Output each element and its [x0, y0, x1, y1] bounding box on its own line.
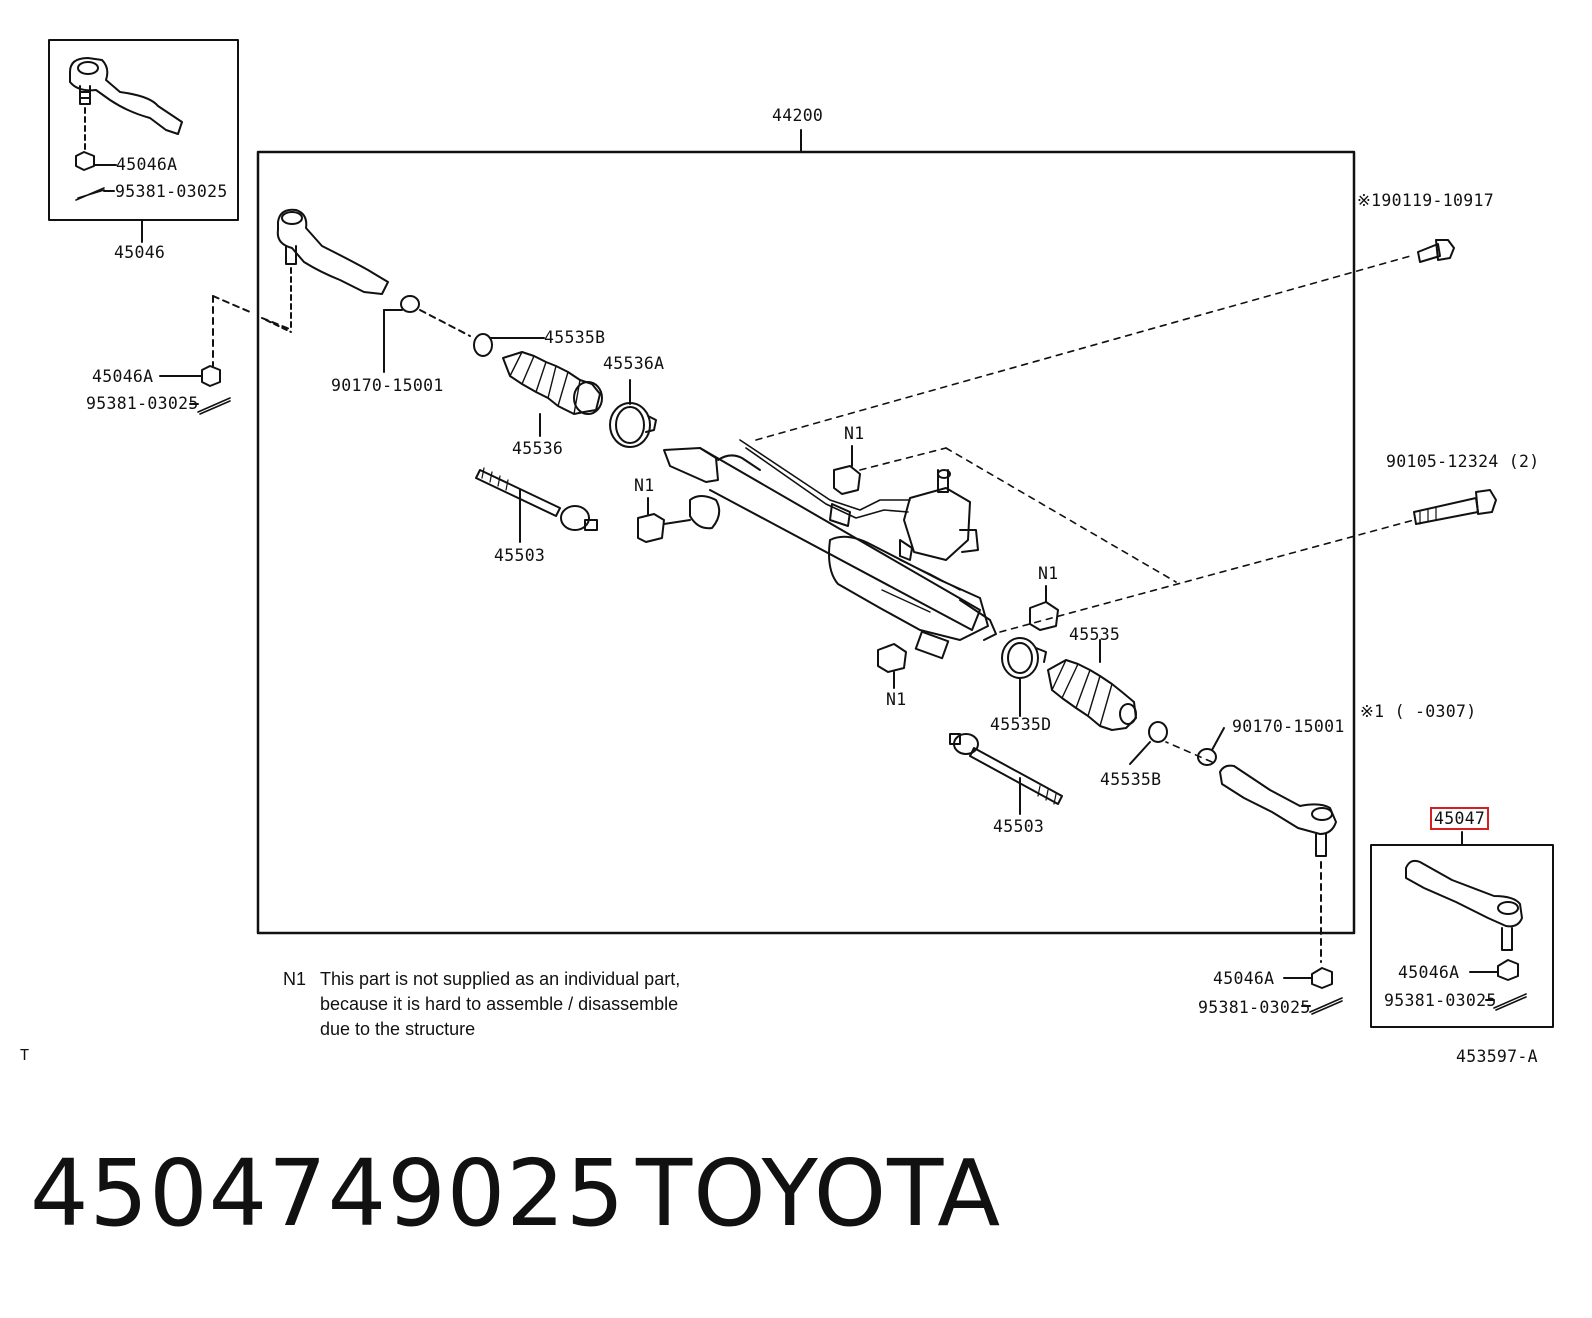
right-cotter-label: 95381-03025	[1198, 998, 1311, 1017]
left-nut-label: 45046A	[92, 367, 154, 386]
note-line-2: because it is hard to assemble / disasse…	[320, 994, 679, 1014]
highlighted-part-number: 45047	[1430, 807, 1490, 830]
n1-bushing-right	[1029, 585, 1059, 631]
left-inset-frame	[48, 39, 239, 221]
assembly-number-label: 44200	[772, 106, 824, 125]
left-external-nut-group	[159, 295, 293, 415]
clamp-45536A	[609, 379, 657, 448]
main-assembly-frame	[256, 150, 1356, 935]
boot-45535-label: 45535	[1069, 625, 1121, 644]
note-line-3: due to the structure	[320, 1019, 476, 1039]
inner-tie-rod-left	[475, 467, 598, 543]
dashed-leaders	[755, 254, 1415, 763]
note-key: N1	[283, 969, 307, 989]
boot-45536-label: 45536	[512, 439, 564, 458]
n1-bushing-left	[637, 497, 691, 543]
inset-left-nut-label: 45046A	[116, 155, 178, 174]
grommet-left-label: 90170-15001	[331, 376, 444, 395]
clamp-45535D-label: 45535D	[990, 715, 1052, 734]
n1-label-right: N1	[1038, 564, 1059, 583]
clip-45535B-right-label: 45535B	[1100, 770, 1162, 789]
boot-45536	[502, 351, 603, 437]
n1-bushing-bottom	[877, 643, 907, 689]
clamp-45535D	[1001, 637, 1047, 717]
grommet-right	[1197, 727, 1225, 766]
tie-rod-right-label: 45503	[993, 817, 1045, 836]
inset-left-part-label: 45046	[114, 243, 166, 262]
n1-label-top: N1	[844, 424, 865, 443]
clip-45535B	[473, 333, 545, 357]
tie-rod-end-inset-left	[69, 57, 183, 201]
right-nut-label: 45046A	[1213, 969, 1275, 988]
tie-rod-left-label: 45503	[494, 546, 546, 565]
steering-rack-body	[663, 439, 997, 660]
footnote-marker-label: ※1 ( -0307)	[1360, 702, 1477, 721]
inset-right-part-label: 45047	[1430, 807, 1490, 830]
bolt-right	[1413, 489, 1497, 525]
tie-rod-end-inset-right	[1405, 859, 1527, 1011]
boot-45535	[1047, 639, 1137, 731]
clamp-45536A-label: 45536A	[603, 354, 665, 373]
clip-45535B-right	[1129, 721, 1168, 765]
n1-bushing-top	[833, 445, 861, 495]
inset-right-cotter-label: 95381-03025	[1384, 991, 1497, 1010]
n1-label-left: N1	[634, 476, 655, 495]
inset-left-cotter-label: 95381-03025	[115, 182, 228, 201]
note-line-1: This part is not supplied as an individu…	[320, 969, 681, 989]
bolt-top-label: ※190119-10917	[1357, 191, 1494, 210]
grommet-right-label: 90170-15001	[1232, 717, 1345, 736]
corner-marker: T	[20, 1046, 30, 1064]
tie-rod-end-right	[1219, 764, 1343, 1015]
inner-tie-rod-right	[949, 733, 1063, 815]
tie-rod-end-left	[265, 208, 471, 373]
clip-45535B-label: 45535B	[544, 328, 606, 347]
n1-label-bottom: N1	[886, 690, 907, 709]
bolt-top	[1417, 239, 1455, 263]
caption-part-number: 4504749025	[30, 1140, 626, 1247]
caption-brand: TOYOTA	[636, 1140, 1002, 1247]
figure-code: 453597-A	[1456, 1047, 1538, 1066]
inset-right-nut-label: 45046A	[1398, 963, 1460, 982]
bolt-right-label: 90105-12324 (2)	[1386, 452, 1540, 471]
left-cotter-label: 95381-03025	[86, 394, 199, 413]
